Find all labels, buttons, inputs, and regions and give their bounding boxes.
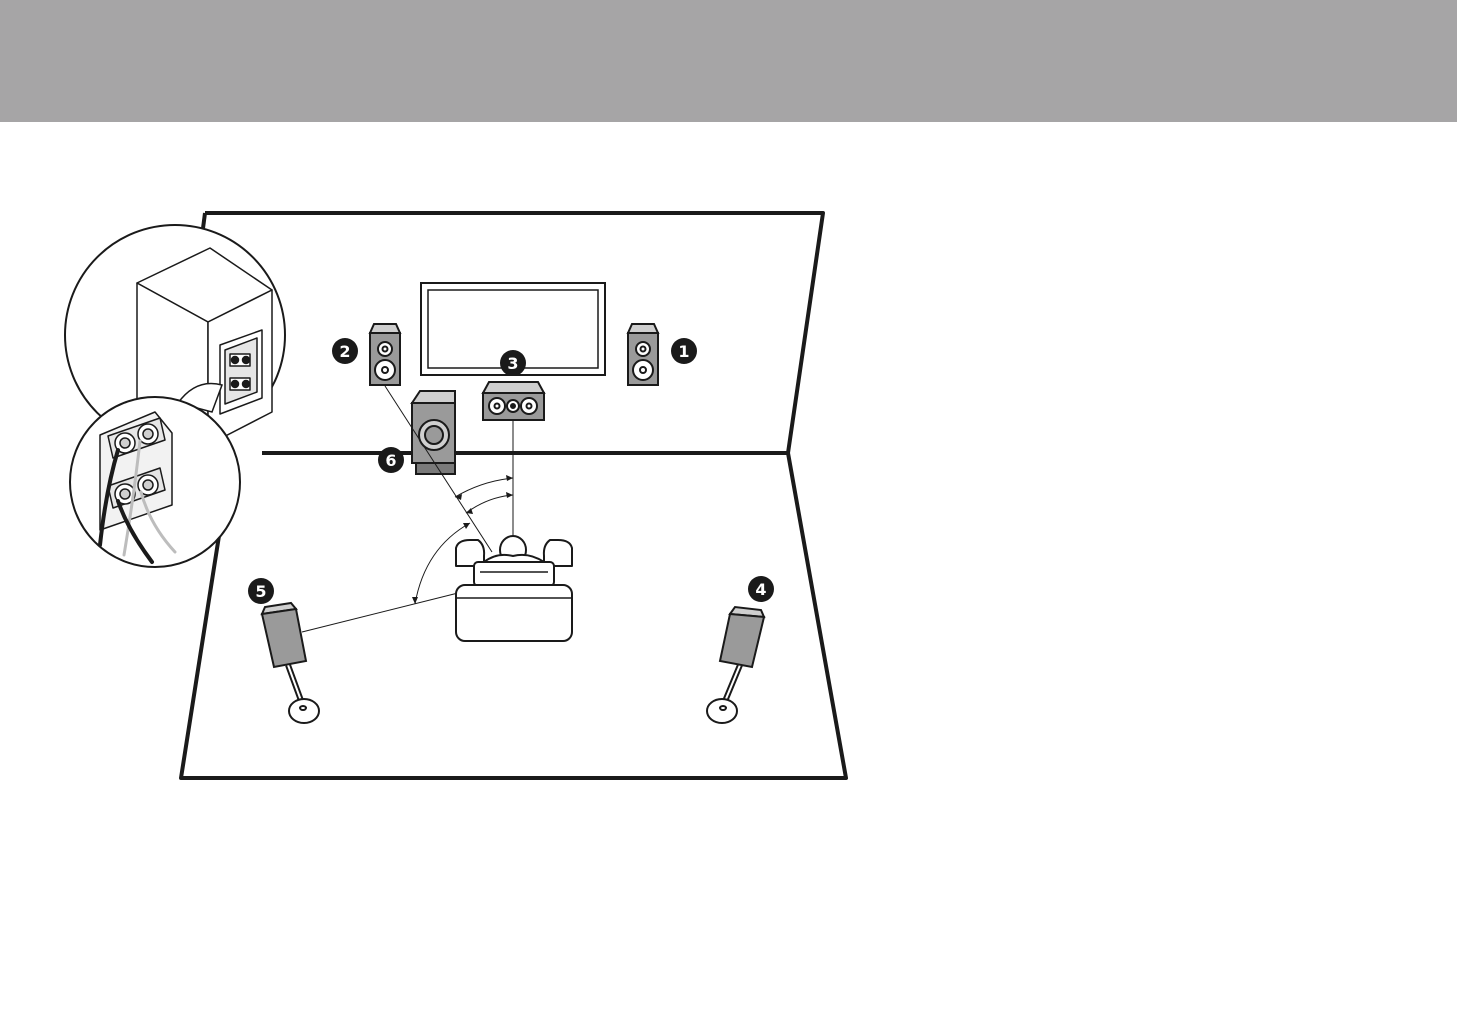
surround-left-speaker-icon [262,603,319,723]
badge-6: 6 [378,447,404,473]
badge-1: 1 [671,338,697,364]
svg-text:4: 4 [755,580,766,599]
badge-3: 3 [500,350,526,376]
front-right-speaker-icon [628,324,658,385]
surround-right-speaker-icon [707,607,764,723]
center-speaker-icon [483,382,544,420]
svg-text:3: 3 [507,354,518,373]
sofa-listener-icon [456,536,572,641]
badge-4: 4 [748,576,774,602]
svg-text:2: 2 [339,342,350,361]
svg-text:1: 1 [678,342,689,361]
front-left-speaker-icon [370,324,400,385]
badge-2: 2 [332,338,358,364]
badge-5: 5 [248,578,274,604]
svg-text:6: 6 [385,451,396,470]
svg-text:5: 5 [255,582,266,601]
